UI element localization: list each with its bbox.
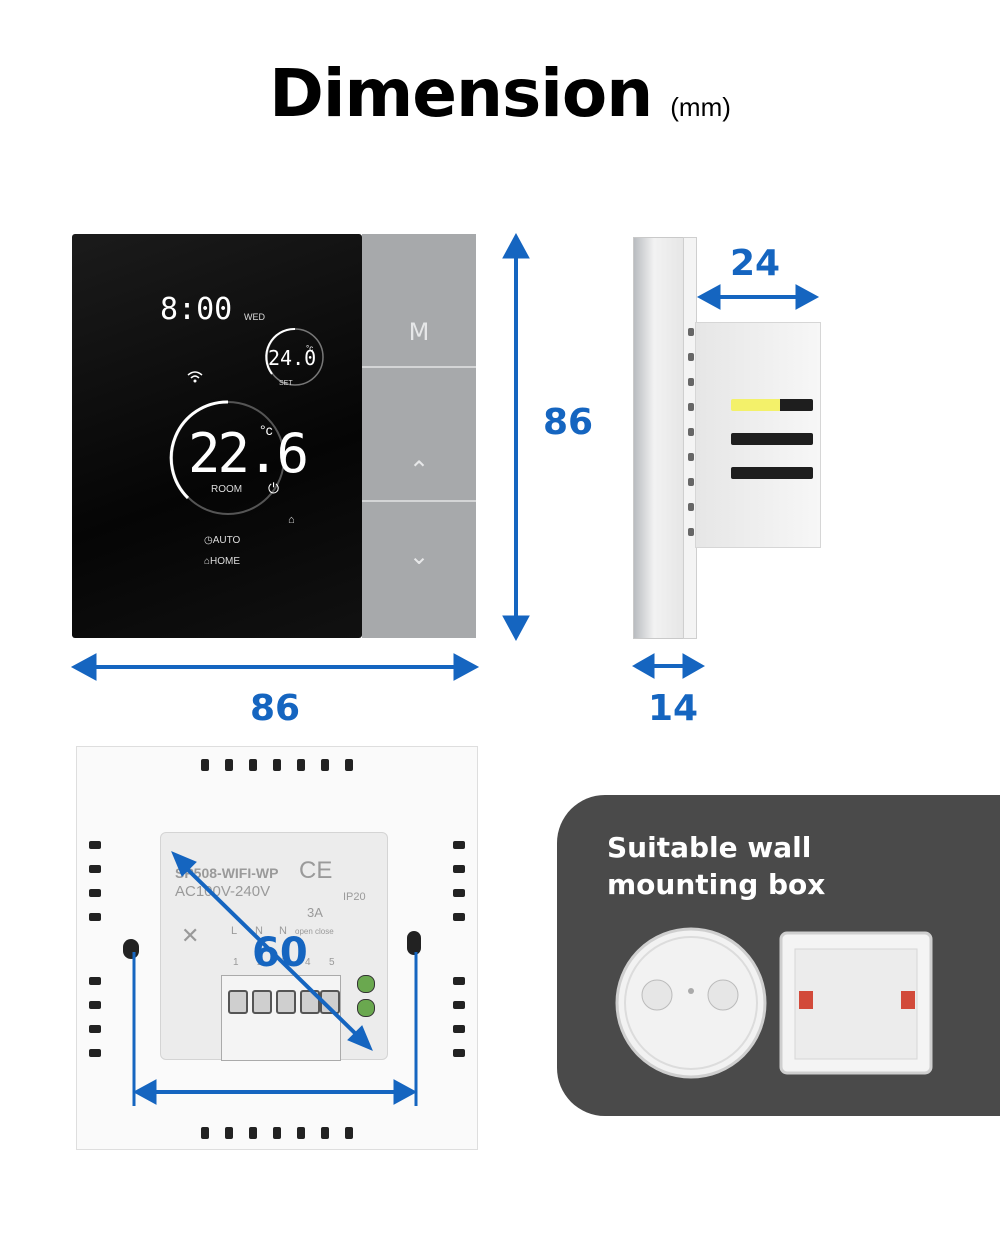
wall-box-title-line1: Suitable wall	[607, 831, 812, 864]
clock-display: 8:00	[160, 292, 233, 327]
front-width-arrow	[70, 653, 480, 681]
page-title: Dimension (mm)	[0, 55, 1000, 132]
home-icon: ⌂	[204, 556, 211, 567]
front-height-arrow	[502, 232, 530, 642]
ground-screw	[357, 999, 375, 1017]
set-temp-unit: °c	[306, 344, 314, 353]
back-module: SP508-WIFI-WP CE IP20 AC100V-240V 3A L N…	[160, 832, 388, 1061]
voltage-label: AC100V-240V	[175, 883, 271, 900]
day-display: WED	[244, 312, 265, 322]
side-thickness-label: 14	[648, 688, 699, 729]
terminal-num: 4	[305, 957, 311, 968]
terminal-num: 5	[329, 957, 335, 968]
side-faceplate	[633, 237, 685, 639]
title-main: Dimension	[269, 55, 653, 132]
back-spacing-label: 60	[252, 930, 308, 976]
side-slot	[731, 399, 813, 411]
weee-bin-icon: ✕	[181, 923, 200, 948]
side-slot	[731, 433, 813, 445]
terminal-num: 1	[233, 957, 239, 968]
chevron-up-icon: ⌃	[408, 457, 430, 484]
title-unit: (mm)	[670, 92, 731, 122]
model-label: SP508-WIFI-WP	[175, 865, 279, 881]
thermostat-keys: M ⌃ ⌄	[362, 234, 476, 638]
wifi-icon	[187, 370, 203, 387]
lock-icon: ⌂	[288, 514, 295, 526]
side-depth-label: 24	[730, 243, 781, 284]
square-wall-box-icon	[779, 931, 933, 1075]
mode-key[interactable]: M	[362, 234, 476, 368]
round-wall-box-icon	[615, 927, 767, 1079]
side-slot	[731, 467, 813, 479]
ce-mark: CE	[299, 857, 333, 884]
side-thickness-arrow	[631, 653, 706, 679]
up-key[interactable]: ⌃	[362, 368, 476, 502]
set-temp-ring	[265, 327, 324, 386]
mode-key-label: M	[408, 318, 430, 346]
mode-home-label: HOME	[210, 556, 241, 567]
chevron-down-icon: ⌄	[408, 543, 430, 570]
terminal-num: 2	[257, 957, 263, 968]
front-width-label: 86	[250, 688, 301, 729]
power-icon: ⏻	[268, 480, 280, 496]
wall-box-panel: Suitable wall mounting box	[557, 795, 1000, 1116]
mode-auto-label: AUTO	[212, 535, 241, 546]
current-label: 3A	[307, 905, 323, 920]
set-label: SET	[279, 380, 293, 387]
set-temp-value: 24.0	[268, 346, 317, 370]
wall-box-title-line2: mounting box	[607, 868, 826, 901]
mode-auto: ◷AUTO	[204, 535, 240, 546]
side-depth-arrow	[696, 284, 820, 310]
ground-screw	[357, 975, 375, 993]
thermostat-screen: 8:00 WED 24.0 °c SET 22.6 °c ROOM ⏻ ⌂ ◷A…	[72, 234, 362, 638]
thermostat-front: 8:00 WED 24.0 °c SET 22.6 °c ROOM ⏻ ⌂ ◷A…	[72, 234, 476, 638]
terminal-3-label: N	[279, 925, 287, 937]
clock-icon: ◷	[204, 535, 213, 546]
side-body	[695, 322, 821, 548]
room-label: ROOM	[211, 484, 243, 495]
terminal-2-label: N	[255, 925, 263, 937]
down-key[interactable]: ⌄	[362, 502, 476, 634]
ip-label: IP20	[343, 891, 366, 903]
room-temp-unit: °c	[260, 422, 273, 438]
mode-home: ⌂HOME	[204, 556, 240, 567]
mounting-hole-right	[407, 931, 421, 955]
front-height-label: 86	[543, 402, 594, 443]
room-temp-value: 22.6	[188, 422, 309, 485]
room-temp-ring	[169, 400, 285, 515]
wall-box-title: Suitable wall mounting box	[607, 829, 967, 903]
terminal-valve-label: open close	[295, 927, 334, 936]
terminal-1-label: L	[231, 925, 238, 937]
